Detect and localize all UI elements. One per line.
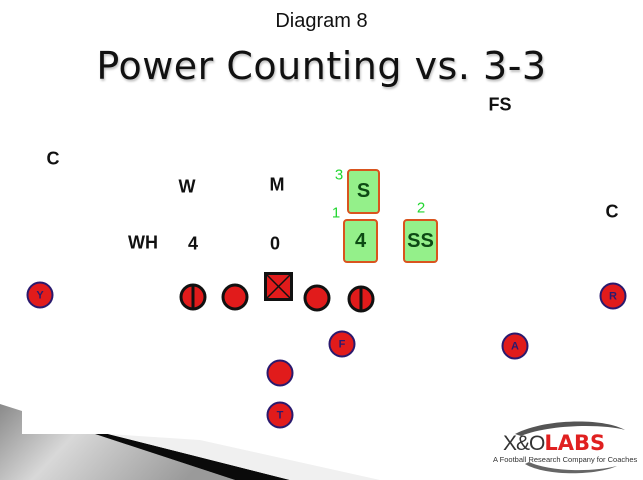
logo-swoosh-icon: [515, 421, 625, 474]
diagram-number: Diagram 8: [275, 10, 368, 32]
logo-tagline: A Football Research Company for Coaches: [493, 455, 638, 464]
page-title: Power Counting vs. 3-3: [96, 44, 547, 88]
will-linebacker-label: W: [178, 176, 196, 197]
t-label: T: [276, 409, 284, 421]
four-tech-label: 4: [354, 229, 367, 252]
f-label: F: [338, 338, 346, 350]
quarterback: [266, 359, 294, 387]
left-tackle-icon: [179, 283, 207, 311]
wh-label: WH: [128, 232, 158, 253]
four-tech-box: 4: [343, 219, 378, 263]
count-3: 3: [334, 166, 344, 184]
right-tackle-icon: [347, 285, 375, 313]
y-label: Y: [36, 289, 44, 301]
logo-brand-right: LABS: [544, 431, 606, 455]
sam-label: S: [356, 180, 371, 202]
t-back: T: [266, 401, 294, 429]
right-guard-icon: [303, 284, 331, 312]
zero-technique-label: 0: [269, 233, 281, 254]
a-label: A: [511, 340, 519, 352]
r-label: R: [609, 290, 617, 302]
a-receiver: A: [501, 332, 529, 360]
count-2: 2: [416, 199, 426, 217]
center-icon: [264, 272, 293, 301]
r-receiver: R: [599, 282, 627, 310]
f-back: F: [328, 330, 356, 358]
four-technique-label: 4: [187, 233, 199, 254]
mike-linebacker-label: M: [269, 174, 285, 195]
strong-safety-box: SS: [403, 219, 438, 263]
free-safety-label: FS: [488, 94, 512, 115]
count-1: 1: [331, 204, 341, 222]
xo-labs-logo: X&OLABS A Football Research Company for …: [485, 418, 643, 478]
sam-box: S: [347, 169, 380, 214]
corner-left-label: C: [46, 148, 60, 169]
left-guard-icon: [221, 283, 249, 311]
y-receiver: Y: [26, 281, 54, 309]
logo-brand-left: X&O: [503, 432, 545, 455]
strong-safety-label: SS: [407, 229, 434, 252]
corner-right-label: C: [605, 201, 619, 222]
